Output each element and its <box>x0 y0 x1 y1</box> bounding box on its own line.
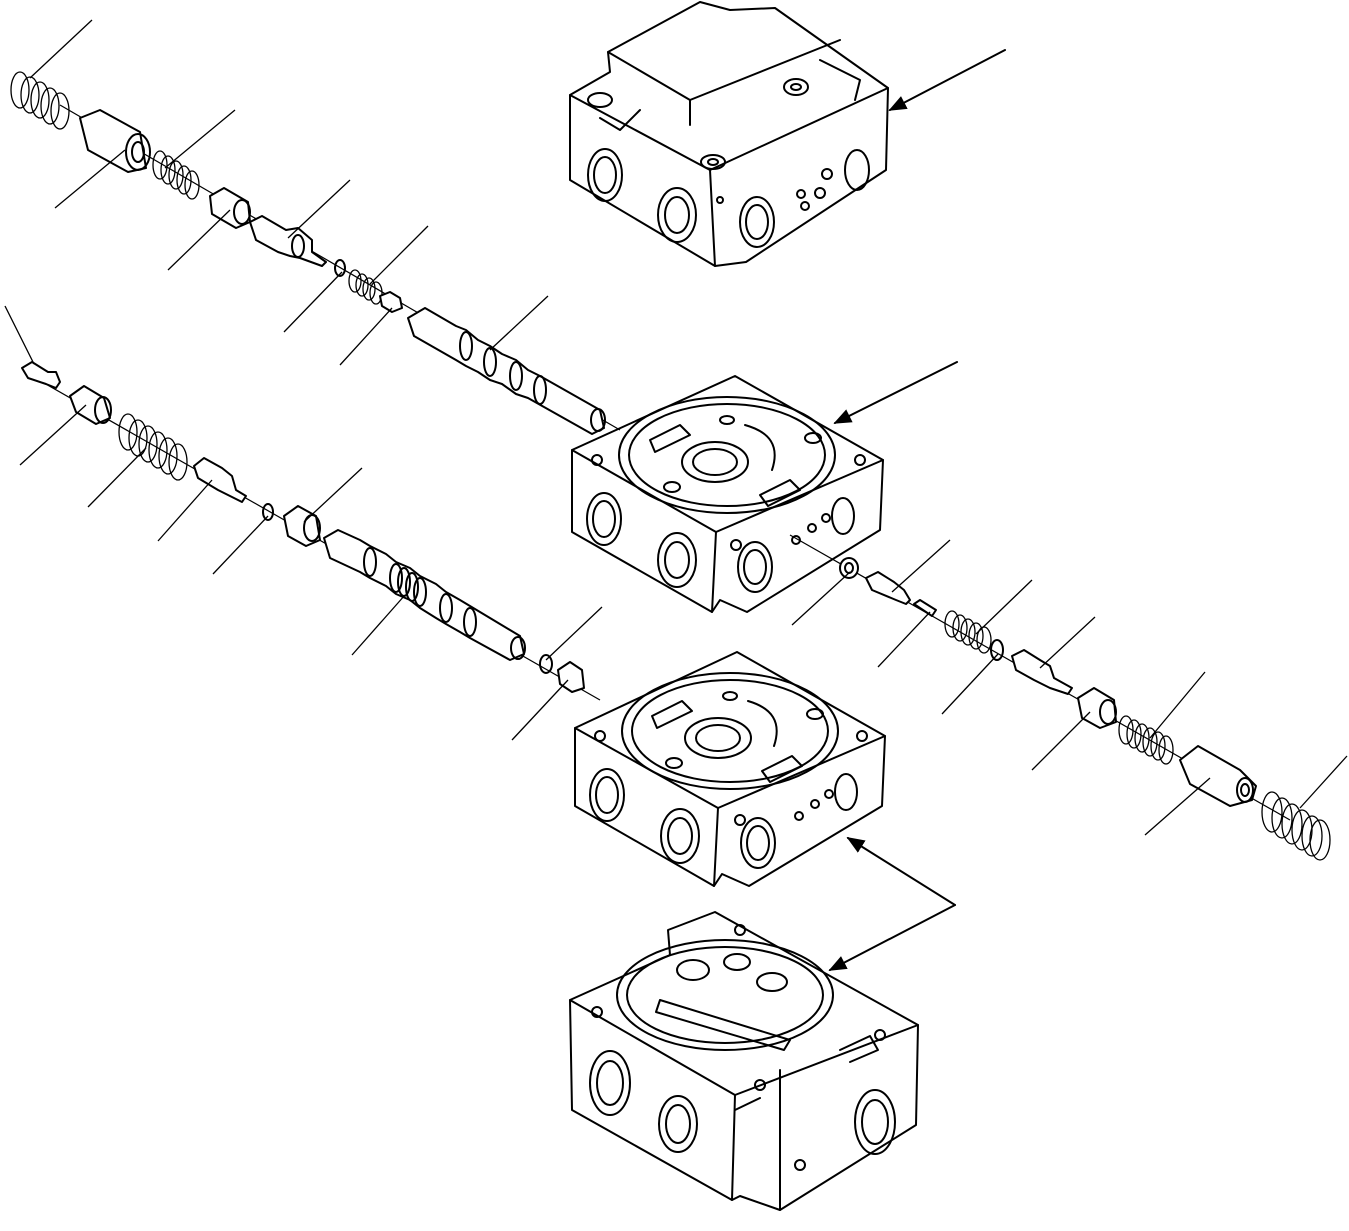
leader-line <box>1039 616 1096 669</box>
leader-line <box>157 479 213 542</box>
upper-spool-assembly <box>10 71 621 435</box>
o-ring <box>990 639 1004 661</box>
sleeve <box>209 187 251 229</box>
seal-retainer <box>839 557 859 579</box>
lower-valve-section <box>574 651 886 887</box>
leader-line <box>87 447 147 508</box>
leader-lines <box>4 19 1348 836</box>
retainer-cup <box>79 109 151 173</box>
right-spool-assembly <box>789 534 1331 861</box>
o-ring <box>334 259 346 277</box>
stopper-bolt <box>21 361 61 389</box>
leader-line <box>54 149 126 209</box>
upper-valve-section <box>571 375 884 613</box>
spring <box>1118 715 1174 765</box>
spring <box>118 413 188 481</box>
leader-line <box>167 209 231 271</box>
leader-line <box>164 109 236 169</box>
leader-line <box>1031 711 1091 771</box>
leader-line <box>511 679 569 741</box>
piston <box>249 215 327 267</box>
leader-line <box>19 404 87 466</box>
leader-line <box>369 225 429 285</box>
leader-line <box>1144 777 1211 836</box>
o-ring <box>539 654 553 674</box>
spring <box>152 150 200 200</box>
top-cover-block <box>569 1 889 267</box>
retainer-cup <box>1179 745 1257 807</box>
base-valve-block <box>569 911 919 1211</box>
leader-line <box>283 271 343 333</box>
leader-line <box>975 579 1033 635</box>
leader-line <box>1149 671 1206 739</box>
leader-line <box>4 305 35 365</box>
leader-line <box>303 467 363 523</box>
piston <box>193 457 247 503</box>
arrow-base-block <box>828 904 956 971</box>
leader-line <box>287 179 351 239</box>
pointer-arrows <box>828 49 1006 971</box>
arrow-lower-section <box>846 837 956 906</box>
o-ring <box>262 503 274 521</box>
leader-line <box>891 539 951 593</box>
plug <box>379 291 403 313</box>
leader-line <box>339 307 393 366</box>
leader-line <box>941 653 999 715</box>
spring <box>1261 791 1331 861</box>
middle-spool-assembly <box>21 361 601 701</box>
piston <box>1011 649 1073 695</box>
plug <box>557 661 585 693</box>
leader-line <box>489 295 549 351</box>
spool <box>323 529 526 661</box>
pin <box>913 599 937 617</box>
leader-line <box>877 611 931 668</box>
arrow-top-cover <box>888 49 1006 111</box>
sleeve <box>1077 687 1117 729</box>
spring <box>944 610 992 654</box>
leader-line <box>29 19 93 79</box>
spool <box>407 307 606 435</box>
leader-line <box>351 594 406 656</box>
leader-line <box>791 571 851 626</box>
spring <box>348 269 383 305</box>
leader-line <box>545 606 603 661</box>
seal-retainer <box>69 385 112 425</box>
leader-line <box>1299 755 1348 809</box>
leader-line <box>212 515 269 575</box>
arrow-upper-section <box>833 361 958 424</box>
piston <box>865 571 911 605</box>
spring <box>10 71 70 130</box>
